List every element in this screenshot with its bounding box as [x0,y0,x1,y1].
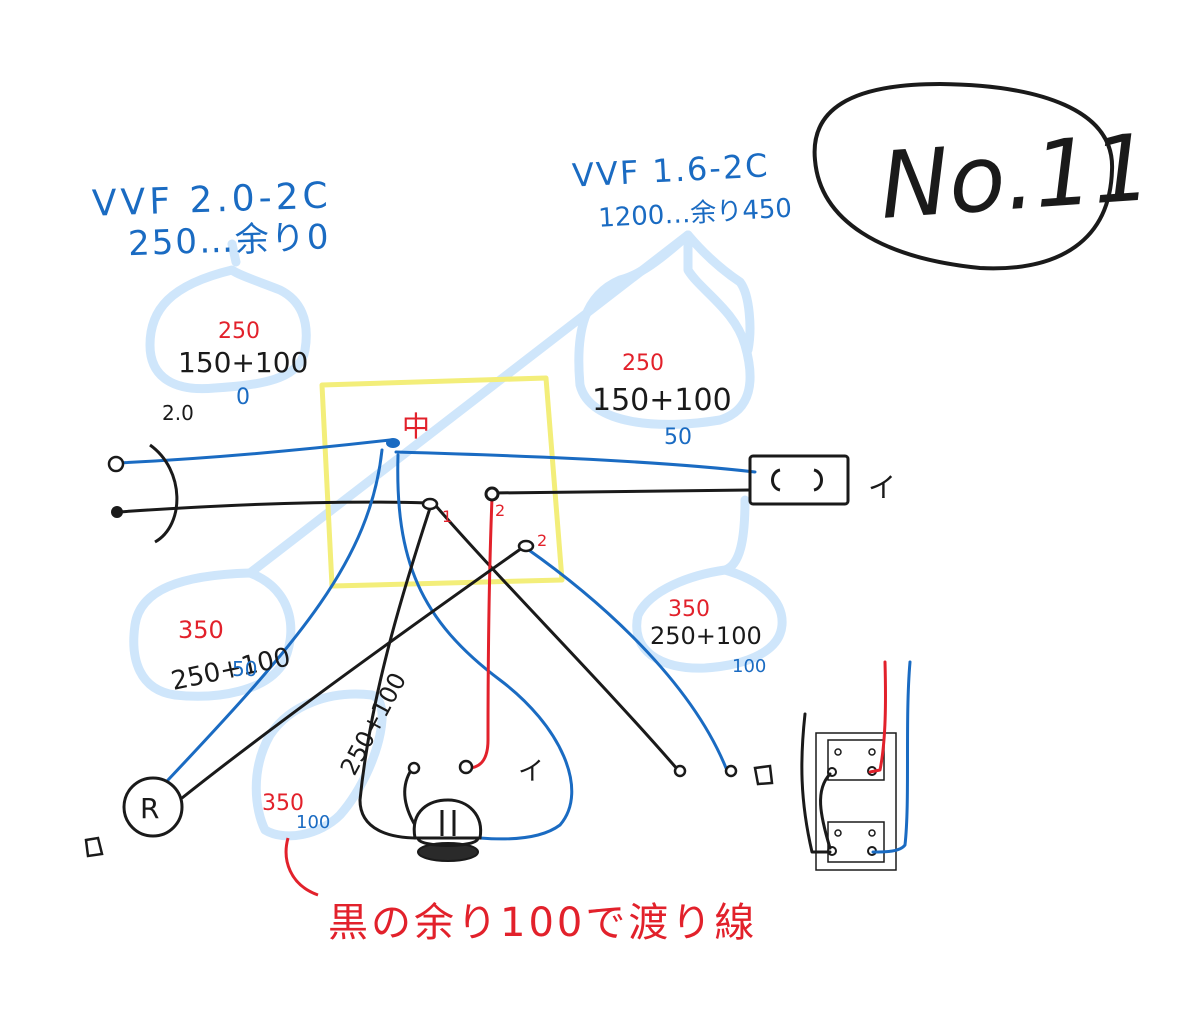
switch-mark [753,764,774,786]
right-cut: 350 [668,597,710,622]
left-cut: 350 [178,616,224,644]
switch-terminal-1 [673,764,687,778]
top-right-remainder: 50 [664,425,692,450]
lamp-fixture [412,798,483,862]
top-left-remainder: 0 [236,385,250,410]
junction-box [319,375,565,589]
lamp-mark: イ [518,757,544,787]
switch-plate [800,660,912,871]
outlet-slot-left [771,468,781,492]
right-remainder: 100 [732,656,766,677]
connector-1 [421,497,439,511]
outlet-slot-right [813,468,823,492]
supply-terminal-live [111,506,123,518]
box-center-label: 中 [402,410,430,443]
top-left-formula: 150+100 [178,346,308,379]
connector-center [386,438,400,448]
top-right-cut: 250 [622,351,664,376]
terminal-2b-label: 2 [537,531,547,550]
receptacle-r [122,776,184,838]
bottom-cut: 350 [262,791,304,816]
terminal-1-label: 1 [442,507,452,526]
wires [116,438,757,841]
receptacle-label: R [140,792,159,825]
cable-a-spec: VVF 2.0-2C [91,175,332,224]
supply-terminal-neutral [107,455,125,473]
outlet-mark: イ [868,471,896,504]
terminal-2a-label: 2 [495,501,505,520]
note-text: 黒の余り100で渡り線 [328,900,757,946]
ground-mark [84,836,104,858]
right-formula: 250+100 [650,622,762,650]
switch-terminal-2 [724,764,738,778]
outlet-box [748,454,850,506]
connector-2a [484,486,500,502]
cable-b-calc: 1200…余り450 [598,194,793,234]
supply-cable-ring [149,443,179,544]
note-leader [284,837,319,897]
gauge-label: 2.0 [162,401,194,425]
page-title: No.11 [877,114,1155,240]
title-ring [812,81,1115,271]
bottom-remainder: 100 [296,812,330,833]
top-right-formula: 150+100 [592,383,732,418]
left-remainder: 50 [232,657,257,681]
top-left-cut: 250 [218,319,260,344]
lamp-terminal-1 [407,761,421,775]
cable-b-spec: VVF 1.6-2C [571,146,770,194]
cable-a-calc: 250…余り0 [127,217,331,264]
lamp-terminal-2 [458,759,474,775]
cable-highlights [129,230,787,841]
connector-2b [517,539,535,553]
